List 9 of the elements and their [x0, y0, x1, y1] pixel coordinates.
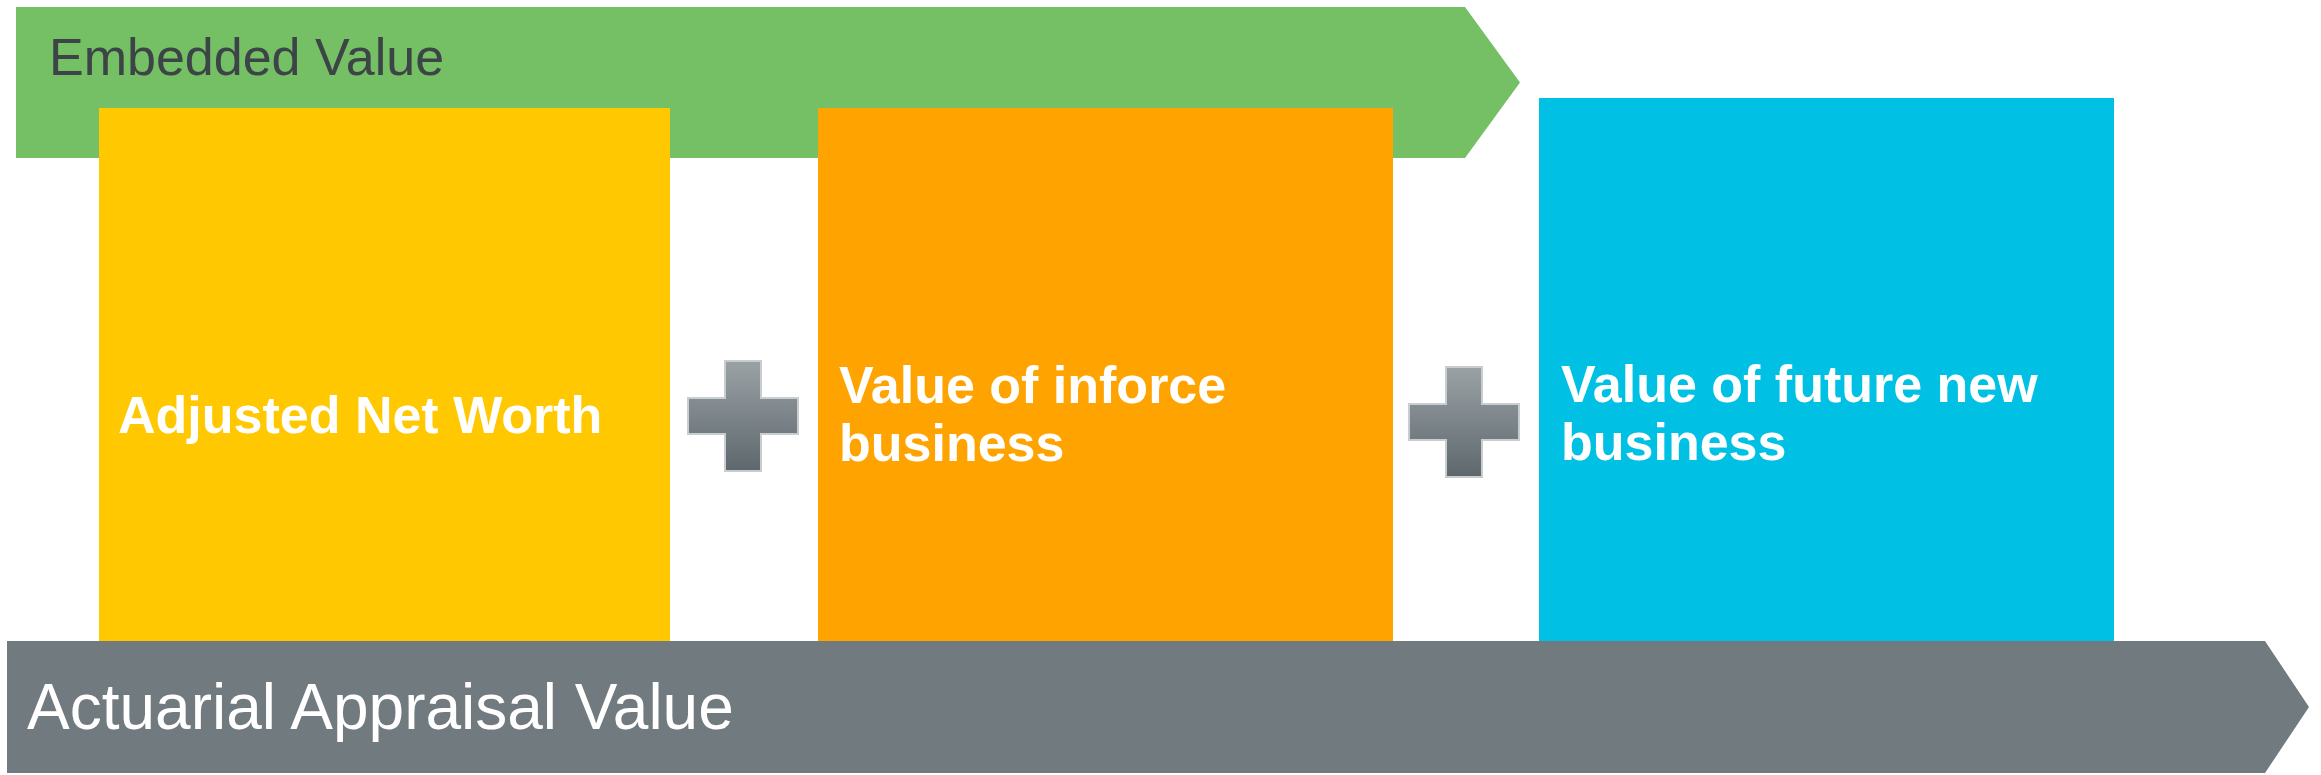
banner-label: Actuarial Appraisal Value	[27, 670, 734, 744]
block-label: Value of future new business	[1561, 355, 2039, 471]
value-block	[1539, 98, 2114, 641]
block-label: Adjusted Net Worth	[118, 386, 604, 444]
banner-label: Embedded Value	[49, 27, 445, 87]
value-block	[99, 108, 670, 641]
arrow-banner	[7, 641, 2309, 773]
block-label: Value of inforce business	[839, 356, 1228, 472]
value-block	[818, 108, 1393, 641]
